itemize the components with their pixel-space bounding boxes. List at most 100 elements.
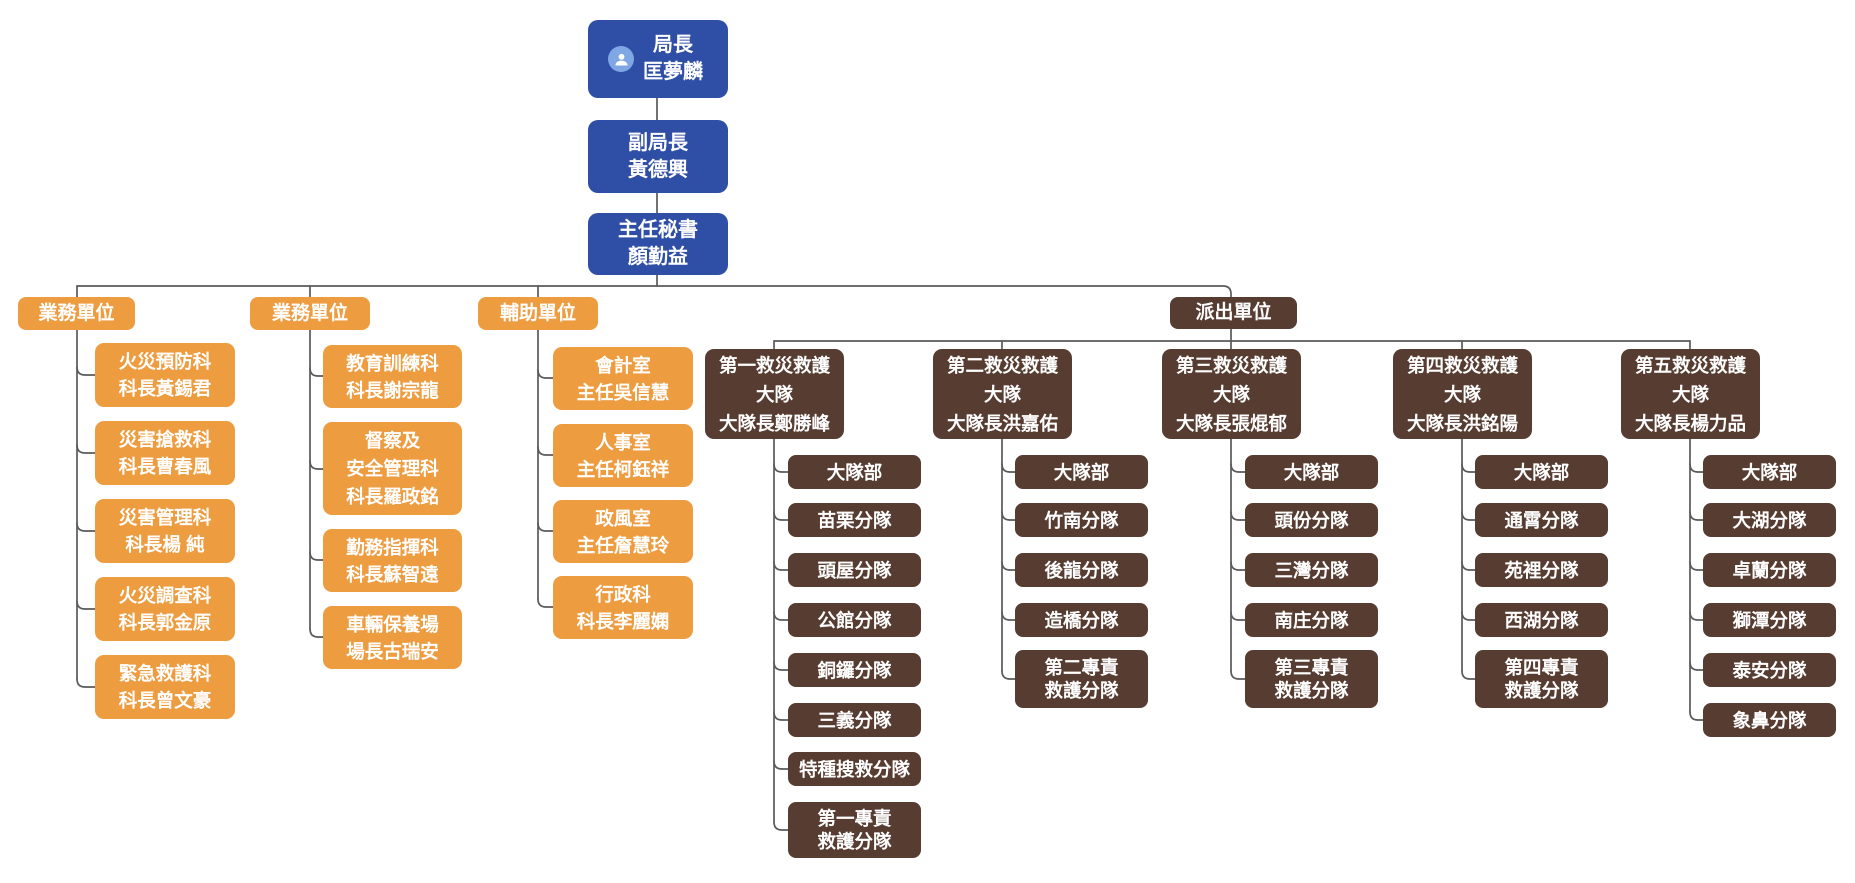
unit-text: 災害搶救科 科長曹春風 — [118, 429, 212, 477]
node-inspection-safety: 督察及 安全管理科 科長羅政銘 — [323, 422, 462, 515]
node-administration: 行政科 科長李麗嫻 — [553, 576, 693, 639]
subunit-text: 大隊部 — [1283, 461, 1340, 483]
label-business-unit-2: 業務單位 — [250, 297, 370, 330]
unit-text: 災害管理科 科長楊 純 — [118, 507, 212, 555]
subunit-text: 第四專責 救護分隊 — [1504, 657, 1579, 701]
node-sanwan-squad: 三灣分隊 — [1245, 553, 1378, 587]
node-education-training: 教育訓練科 科長謝宗龍 — [323, 345, 462, 408]
label-text: 輔助單位 — [499, 302, 576, 324]
node-xiangbi-squad: 象鼻分隊 — [1703, 703, 1836, 737]
subunit-text: 第一專責 救護分隊 — [817, 808, 892, 852]
subunit-text: 通霄分隊 — [1504, 509, 1579, 531]
node-first-dedicated-ems-squad: 第一專責 救護分隊 — [788, 802, 921, 858]
unit-text: 火災預防科 科長黃錫君 — [118, 351, 212, 399]
subunit-text: 泰安分隊 — [1732, 659, 1807, 681]
subunit-text: 第三專責 救護分隊 — [1274, 657, 1349, 701]
node-vehicle-maintenance: 車輛保養場 場長古瑞安 — [323, 606, 462, 669]
node-brigade-4-hq: 大隊部 — [1475, 455, 1608, 489]
node-third-dedicated-ems-squad: 第三專責 救護分隊 — [1245, 650, 1378, 708]
node-deputy-director: 副局長 黃德興 — [588, 120, 728, 193]
node-chief-secretary-text: 主任秘書 顏勤益 — [618, 219, 698, 268]
node-yuanli-squad: 苑裡分隊 — [1475, 553, 1608, 587]
node-accounting: 會計室 主任吳信慧 — [553, 347, 693, 410]
node-fourth-dedicated-ems-squad: 第四專責 救護分隊 — [1475, 650, 1608, 708]
person-icon — [608, 46, 634, 72]
node-disaster-management: 災害管理科 科長楊 純 — [95, 499, 235, 563]
node-brigade-1-hq: 大隊部 — [788, 455, 921, 489]
subunit-text: 後龍分隊 — [1044, 559, 1119, 581]
node-personnel: 人事室 主任柯鈺祥 — [553, 424, 693, 487]
node-shitan-squad: 獅潭分隊 — [1703, 603, 1836, 637]
subunit-text: 大隊部 — [826, 461, 883, 483]
node-zhunan-squad: 竹南分隊 — [1015, 503, 1148, 537]
subunit-text: 頭份分隊 — [1274, 509, 1349, 531]
label-support-unit: 輔助單位 — [478, 297, 598, 330]
brigade-text: 第一救災救護 大隊 大隊長鄭勝峰 — [718, 354, 830, 434]
unit-text: 教育訓練科 科長謝宗龍 — [346, 352, 439, 401]
node-sanyi-squad: 三義分隊 — [788, 703, 921, 737]
node-duty-command: 勤務指揮科 科長蘇智遠 — [323, 529, 462, 592]
subunit-text: 第二專責 救護分隊 — [1044, 657, 1119, 701]
unit-text: 勤務指揮科 科長蘇智遠 — [346, 536, 439, 585]
label-text: 業務單位 — [38, 302, 115, 324]
subunit-text: 特種搜救分隊 — [798, 758, 910, 780]
subunit-text: 苗栗分隊 — [817, 509, 892, 531]
node-brigade-4: 第四救災救護 大隊 大隊長洪銘陽 — [1393, 349, 1532, 439]
subunit-text: 三義分隊 — [817, 709, 892, 731]
node-director: 局長 匡夢麟 — [588, 20, 728, 98]
node-zaoqiao-squad: 造橋分隊 — [1015, 603, 1148, 637]
brigade-text: 第三救災救護 大隊 大隊長張焜郁 — [1175, 354, 1287, 434]
node-fire-investigation: 火災調查科 科長郭金原 — [95, 577, 235, 641]
unit-text: 督察及 安全管理科 科長羅政銘 — [346, 429, 439, 507]
node-toufen-squad: 頭份分隊 — [1245, 503, 1378, 537]
node-brigade-3-hq: 大隊部 — [1245, 455, 1378, 489]
node-nanzhuang-squad: 南庄分隊 — [1245, 603, 1378, 637]
node-taian-squad: 泰安分隊 — [1703, 653, 1836, 687]
brigade-text: 第五救災救護 大隊 大隊長楊力品 — [1634, 354, 1746, 434]
subunit-text: 公館分隊 — [817, 609, 892, 631]
subunit-text: 象鼻分隊 — [1732, 709, 1807, 731]
node-dahu-squad: 大湖分隊 — [1703, 503, 1836, 537]
subunit-text: 西湖分隊 — [1504, 609, 1579, 631]
node-fire-prevention: 火災預防科 科長黃錫君 — [95, 343, 235, 407]
node-brigade-3: 第三救災救護 大隊 大隊長張焜郁 — [1162, 349, 1301, 439]
node-brigade-1: 第一救災救護 大隊 大隊長鄭勝峰 — [705, 349, 844, 439]
node-deputy-director-text: 副局長 黃德興 — [628, 131, 688, 181]
node-xihu-squad: 西湖分隊 — [1475, 603, 1608, 637]
node-gongguan-squad: 公館分隊 — [788, 603, 921, 637]
subunit-text: 苑裡分隊 — [1504, 559, 1579, 581]
node-touwu-squad: 頭屋分隊 — [788, 553, 921, 587]
unit-text: 政風室 主任詹慧玲 — [576, 507, 670, 556]
node-tongxiao-squad: 通霄分隊 — [1475, 503, 1608, 537]
node-emergency-medical: 緊急救護科 科長曾文豪 — [95, 655, 235, 719]
node-brigade-5: 第五救災救護 大隊 大隊長楊力品 — [1621, 349, 1760, 439]
node-brigade-2: 第二救災救護 大隊 大隊長洪嘉佑 — [933, 349, 1072, 439]
subunit-text: 大隊部 — [1513, 461, 1570, 483]
subunit-text: 南庄分隊 — [1274, 609, 1349, 631]
node-ethics: 政風室 主任詹慧玲 — [553, 500, 693, 563]
node-miaoli-squad: 苗栗分隊 — [788, 503, 921, 537]
subunit-text: 造橋分隊 — [1044, 609, 1119, 631]
node-director-text: 局長 匡夢麟 — [643, 34, 703, 83]
subunit-text: 大隊部 — [1053, 461, 1110, 483]
node-zhuolan-squad: 卓蘭分隊 — [1703, 553, 1836, 587]
node-tongluo-squad: 銅鑼分隊 — [788, 653, 921, 687]
subunit-text: 獅潭分隊 — [1732, 609, 1807, 631]
node-brigade-2-hq: 大隊部 — [1015, 455, 1148, 489]
unit-text: 會計室 主任吳信慧 — [576, 354, 670, 403]
label-text: 派出單位 — [1195, 302, 1272, 323]
subunit-text: 大湖分隊 — [1732, 509, 1807, 531]
unit-text: 行政科 科長李麗嫻 — [576, 583, 670, 632]
unit-text: 緊急救護科 科長曾文豪 — [118, 663, 212, 711]
subunit-text: 竹南分隊 — [1044, 509, 1119, 531]
subunit-text: 卓蘭分隊 — [1732, 559, 1807, 581]
brigade-text: 第四救災救護 大隊 大隊長洪銘陽 — [1406, 354, 1518, 434]
label-dispatch-unit: 派出單位 — [1170, 297, 1297, 329]
unit-text: 人事室 主任柯鈺祥 — [576, 431, 670, 480]
subunit-text: 三灣分隊 — [1274, 559, 1349, 581]
unit-text: 火災調查科 科長郭金原 — [118, 585, 212, 633]
node-brigade-5-hq: 大隊部 — [1703, 455, 1836, 489]
node-houlong-squad: 後龍分隊 — [1015, 553, 1148, 587]
node-disaster-rescue: 災害搶救科 科長曹春風 — [95, 421, 235, 485]
